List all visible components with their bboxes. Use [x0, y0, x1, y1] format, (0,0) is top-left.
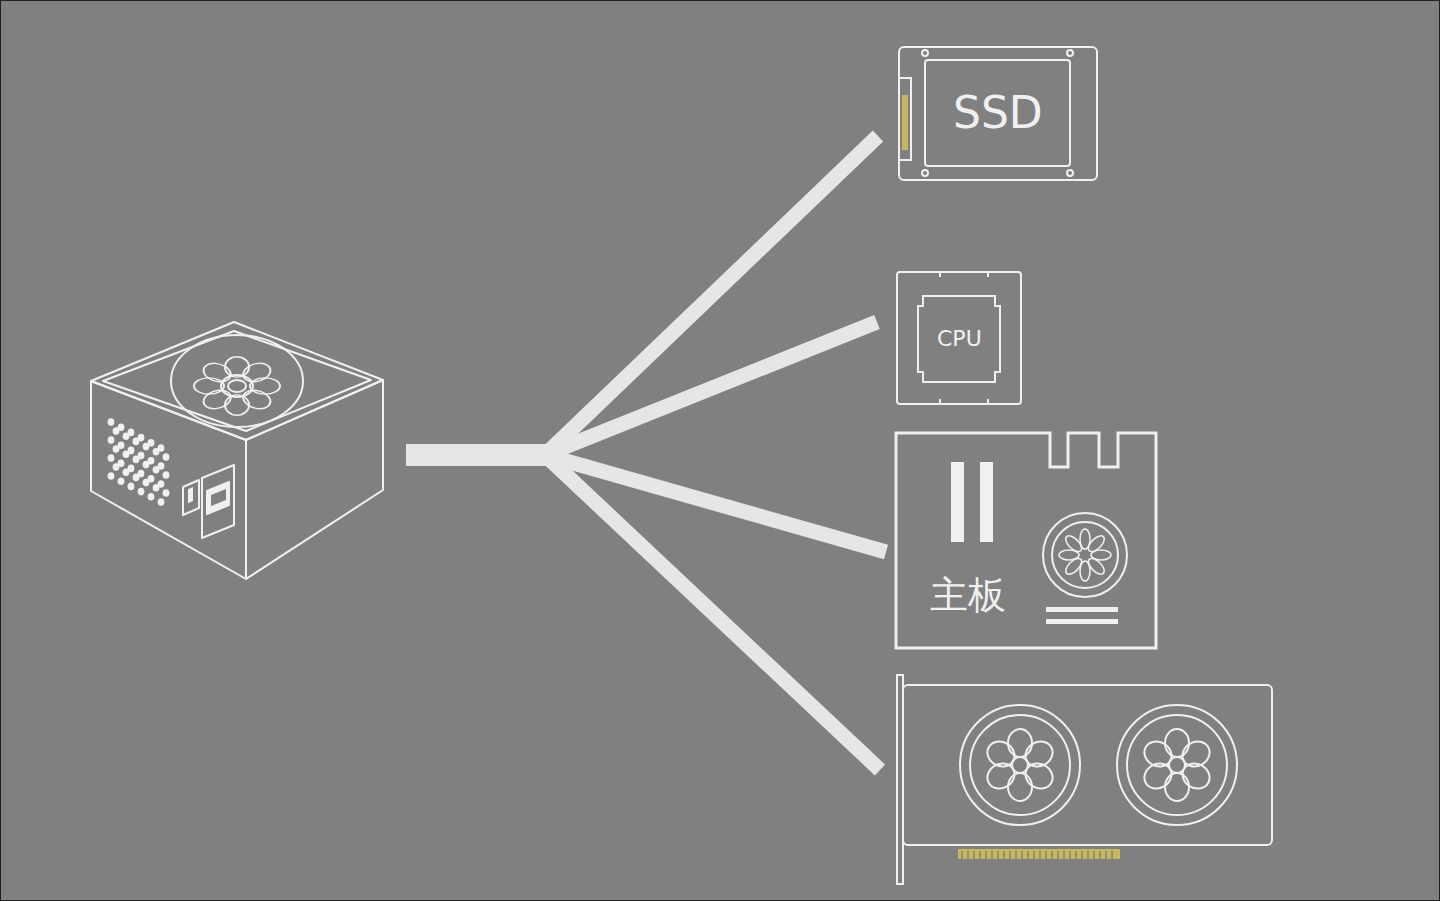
contact-gap	[1039, 851, 1041, 859]
contact-gap	[997, 851, 999, 859]
board-label-area: 主板	[898, 560, 1038, 630]
cpu-drawing	[897, 272, 1021, 404]
contact-gap	[1027, 851, 1029, 859]
vent-hole	[163, 471, 170, 479]
fan-blade	[983, 737, 1019, 772]
vent-hole	[143, 443, 150, 451]
component-label: SSD	[953, 91, 1043, 135]
vent-hole	[123, 468, 130, 476]
vent-hole	[108, 436, 115, 444]
graphics-card	[897, 675, 1272, 884]
fan-blade	[1008, 773, 1032, 801]
contact-gap	[967, 851, 969, 859]
vent-hole	[153, 448, 160, 456]
vent-hole	[108, 454, 115, 462]
fan-blade	[250, 378, 280, 394]
contact-gap	[991, 851, 993, 859]
component-label: 主板	[930, 576, 1006, 614]
vent-hole	[113, 427, 120, 435]
contact-gap	[1033, 851, 1035, 859]
contact-gap	[1087, 851, 1089, 859]
vent-hole	[153, 484, 160, 492]
fan-blade	[1140, 759, 1176, 794]
contact-gap	[1009, 851, 1011, 859]
contact-gap	[1093, 851, 1095, 859]
ssd-label-box: SSD	[926, 61, 1069, 165]
fan-blade	[1165, 773, 1189, 801]
contact-gap	[1105, 851, 1107, 859]
vent-hole	[118, 477, 125, 485]
fan-blade	[198, 360, 236, 386]
vent-hole	[113, 463, 120, 471]
fan-blade	[198, 386, 236, 412]
fan-blade	[983, 759, 1019, 794]
cpu-die: CPU	[919, 297, 999, 381]
vent-hole	[153, 466, 160, 474]
contact-gap	[973, 851, 975, 859]
contact-gap	[1111, 851, 1113, 859]
vent-hole	[108, 472, 115, 480]
fan-blade	[225, 357, 249, 377]
vent-hole	[143, 461, 150, 469]
vent-hole	[133, 474, 140, 482]
vent-hole	[113, 445, 120, 453]
fan-blade	[1140, 737, 1176, 772]
fan-blade	[194, 378, 224, 394]
motherboard-drawing	[896, 433, 1156, 648]
contact-gap	[1003, 851, 1005, 859]
power-cables	[406, 136, 886, 770]
contact-gap	[1099, 851, 1101, 859]
contact-gap	[1063, 851, 1065, 859]
vent-hole	[108, 418, 115, 426]
ssd-drawing	[899, 47, 1097, 180]
vent-hole	[133, 438, 140, 446]
fan-blade	[1008, 729, 1032, 757]
vent-hole	[138, 488, 145, 496]
contact-gap	[1075, 851, 1077, 859]
contact-gap	[1051, 851, 1053, 859]
vent-hole	[133, 456, 140, 464]
component-label: CPU	[937, 328, 982, 350]
fan-blade	[1063, 533, 1084, 554]
contact-gap	[1069, 851, 1071, 859]
vent-hole	[158, 498, 165, 506]
contact-gap	[979, 851, 981, 859]
fan-blade	[225, 395, 249, 415]
vent-hole	[123, 432, 130, 440]
contact-gap	[1045, 851, 1047, 859]
vent-hole	[163, 489, 170, 497]
fan-blade	[1165, 729, 1189, 757]
vent-hole	[148, 493, 155, 501]
contact-gap	[1057, 851, 1059, 859]
vent-hole	[163, 453, 170, 461]
power-supply	[91, 322, 383, 579]
vent-hole	[143, 479, 150, 487]
fan-blade	[1178, 737, 1214, 772]
vent-hole	[128, 483, 135, 491]
contact-gap	[1015, 851, 1017, 859]
contact-gap	[1081, 851, 1083, 859]
contact-gap	[985, 851, 987, 859]
fan-blade	[238, 386, 276, 412]
contact-gap	[961, 851, 963, 859]
vent-hole	[123, 450, 130, 458]
fan-blade	[1021, 737, 1057, 772]
fan-blade	[238, 360, 276, 386]
contact-gap	[1021, 851, 1023, 859]
